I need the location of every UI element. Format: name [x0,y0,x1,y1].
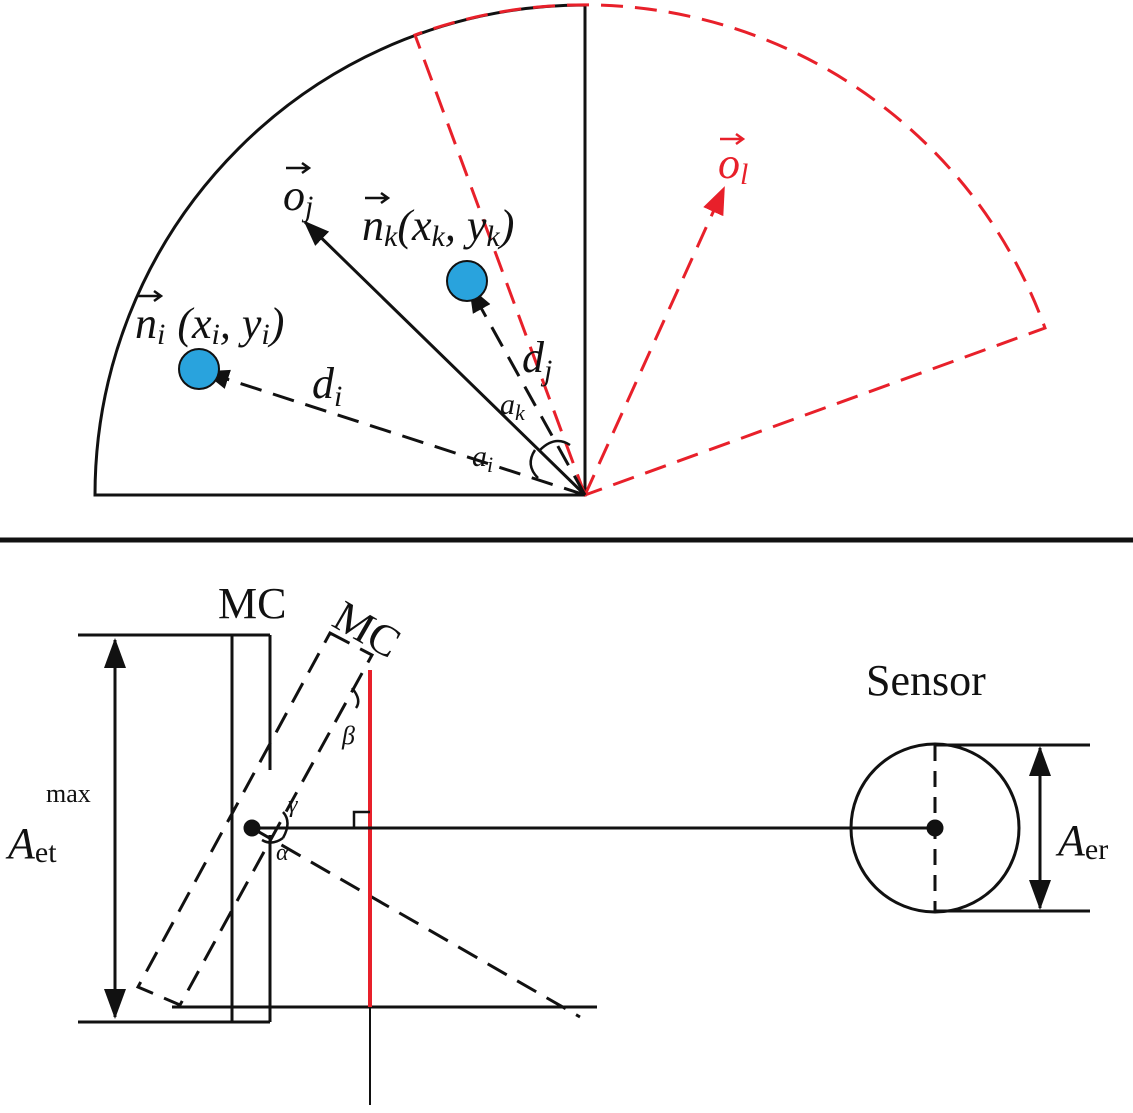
label-a-i: ai [472,440,493,477]
node-i [178,348,220,390]
label-n-k: nk(xk, yk) [362,201,514,253]
angle-arc-gamma [281,811,289,839]
label-o-j: oj [283,171,313,223]
label-alpha: α [276,840,289,866]
vector-arrow-icon [365,191,391,205]
label-a-et-sup: max [46,779,91,808]
angle-arc-beta [351,687,360,709]
pivot-dot [243,819,261,837]
distance-d-j [468,286,587,496]
vector-o-l [583,186,726,496]
right-angle-mark [352,810,370,828]
label-d-j: dj [522,333,552,387]
red-sector [413,3,1047,497]
angle-arc-a-i [529,449,539,479]
bottom-panel [78,630,1090,1105]
label-n-i: ni(xi, yi) [135,299,284,351]
mc-label: MC [218,579,286,628]
label-d-i: di [312,359,342,413]
mc-rotated-label: MC [325,591,409,668]
alpha-dashed-line [251,826,581,1019]
angle-arc-a-k [539,439,571,451]
vector-arrow-icon [286,161,312,175]
top-panel: ol oj nk(xk, yk) ni(xi, yi) di dj ak ai [93,3,1047,497]
sensor-label: Sensor [866,656,986,705]
vector-arrow-icon [138,289,164,303]
angle-arc-alpha [261,836,284,844]
label-beta: β [341,721,355,750]
label-a-et: Aet [5,819,57,869]
label-o-l: ol [718,139,748,191]
label-a-er: Aer [1055,816,1108,866]
node-k [446,260,488,302]
tilted-mc-outline [135,630,375,1007]
label-a-k: ak [500,388,526,425]
vector-arrow-icon [720,132,746,146]
vector-o-j [303,220,587,497]
label-gamma: γ [288,792,298,818]
